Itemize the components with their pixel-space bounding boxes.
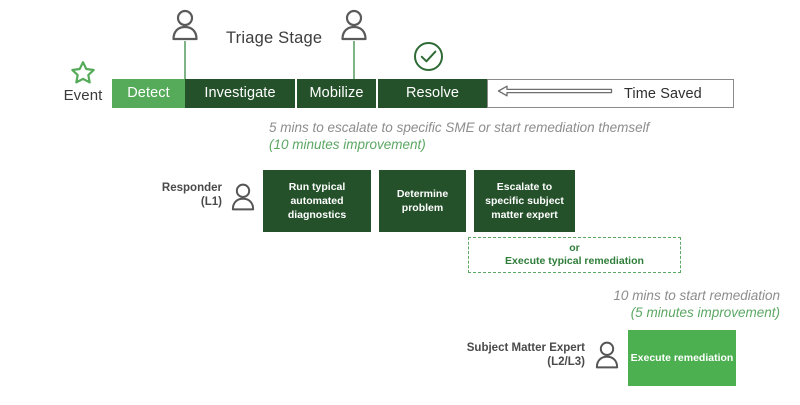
responder-title: Responder — [161, 182, 222, 194]
event-label: Event — [63, 87, 103, 104]
note-top-line2: (10 minutes improvement) — [269, 137, 426, 152]
responder-label: Responder (L1) — [150, 181, 222, 209]
responder-step-escalate[interactable]: Escalate to specific subject matter expe… — [474, 170, 575, 232]
alternative-or-label: or — [569, 242, 580, 254]
triage-stage-label: Triage Stage — [226, 29, 323, 47]
responder-person-icon — [228, 182, 258, 217]
timeline-segment-mobilize[interactable]: Mobilize — [295, 79, 376, 108]
connector-line-investigate — [184, 41, 186, 81]
time-saved-box: Time Saved — [487, 79, 734, 108]
timeline-bar: Detect Investigate Mobilize Resolve — [112, 79, 487, 108]
timeline-segment-detect[interactable]: Detect — [112, 79, 185, 108]
event-marker: Event — [52, 60, 114, 104]
alternative-action-label: Execute typical remediation — [505, 255, 644, 267]
timeline-segment-resolve[interactable]: Resolve — [376, 79, 487, 108]
responder-step-run-diagnostics[interactable]: Run typical automated diagnostics — [263, 170, 371, 232]
sme-label: Subject Matter Expert (L2/L3) — [455, 341, 585, 369]
actor-resolve-icon — [337, 9, 371, 41]
note-top: 5 mins to escalate to specific SME or st… — [269, 119, 649, 153]
sme-step-execute-remediation[interactable]: Execute remediation — [628, 330, 736, 386]
star-icon — [52, 60, 114, 86]
sme-person-icon — [592, 340, 622, 375]
sme-level: (L2/L3) — [547, 356, 585, 368]
note-bottom-line1: 10 mins to start remediation — [613, 288, 780, 303]
check-circle-icon — [412, 40, 445, 78]
responder-level: (L1) — [200, 196, 222, 208]
connector-line-resolve — [353, 41, 355, 81]
responder-step-determine-problem[interactable]: Determine problem — [379, 170, 466, 232]
left-arrow-icon — [496, 84, 614, 103]
actor-investigate-icon — [168, 9, 202, 41]
alternative-remediation-box[interactable]: or Execute typical remediation — [468, 237, 681, 273]
note-bottom: 10 mins to start remediation (5 minutes … — [520, 287, 780, 321]
sme-title: Subject Matter Expert — [466, 342, 585, 354]
note-top-line1: 5 mins to escalate to specific SME or st… — [269, 120, 650, 135]
time-saved-label: Time Saved — [624, 85, 702, 102]
timeline-segment-investigate[interactable]: Investigate — [185, 79, 295, 108]
note-bottom-line2: (5 minutes improvement) — [630, 305, 780, 320]
